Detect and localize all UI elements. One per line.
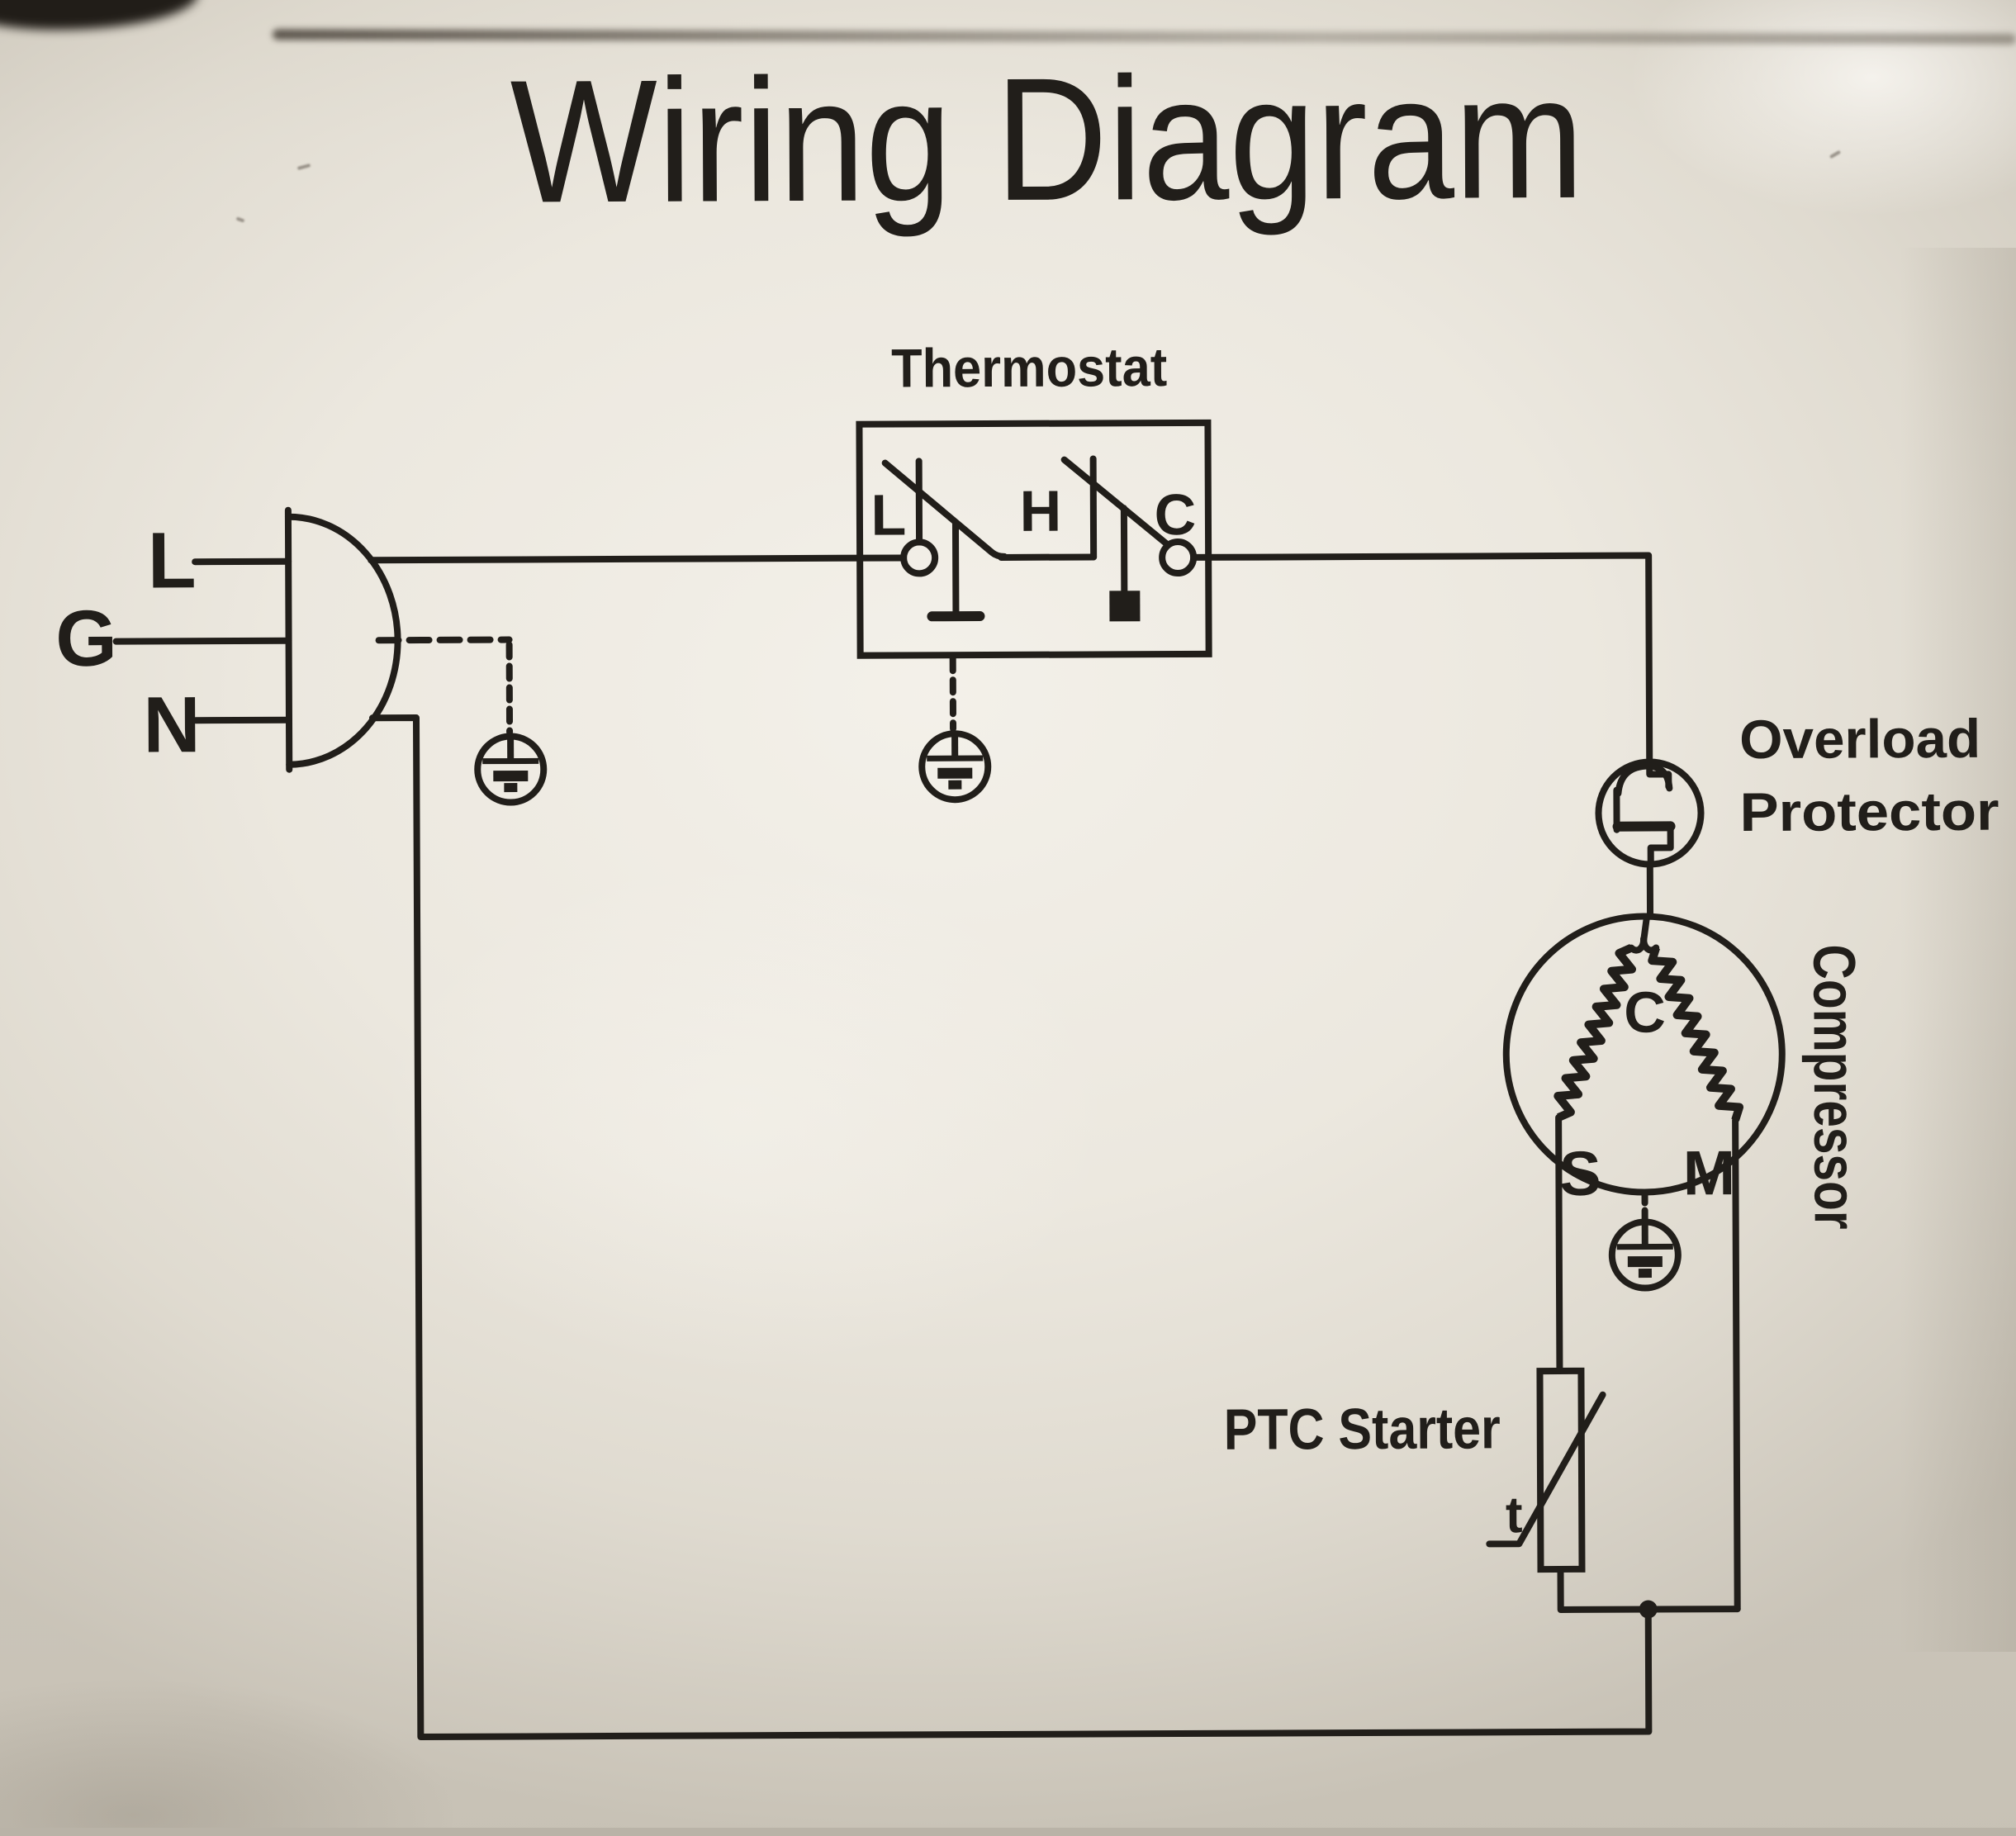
ptc-starter-label: PTC Starter bbox=[1224, 1396, 1501, 1461]
earth-ground-icon bbox=[1612, 1222, 1678, 1288]
earth-ground-icon bbox=[477, 736, 543, 802]
page-title: Wiring Diagram bbox=[510, 39, 1584, 240]
thermostat-terminal-h: H bbox=[1019, 479, 1061, 543]
ptc-thermistor-t: t bbox=[1506, 1487, 1523, 1544]
plug-ground-dashed-wire bbox=[379, 640, 510, 641]
thermostat-label: Thermostat bbox=[891, 336, 1167, 398]
overload-label-line1: Overload bbox=[1739, 708, 1980, 770]
neutral-return-loop-wire bbox=[372, 713, 1648, 1738]
compressor-label: Compressor bbox=[1800, 944, 1868, 1229]
ground-lead-wire bbox=[116, 641, 289, 642]
compressor-icon bbox=[1506, 916, 1782, 1193]
main-winding-wire bbox=[1735, 1120, 1738, 1609]
compressor-terminal-m: M bbox=[1683, 1138, 1736, 1208]
overload-protector-icon bbox=[1598, 761, 1701, 866]
start-winding-wire bbox=[1558, 1117, 1559, 1371]
plug-ground-label: G bbox=[55, 595, 117, 683]
compressor-terminal-s: S bbox=[1559, 1139, 1601, 1209]
compressor-terminal-c: C bbox=[1624, 980, 1666, 1044]
plug-neutral-label: N bbox=[143, 681, 201, 769]
thermostat-terminal-l: L bbox=[870, 482, 906, 547]
overload-label-line2: Protector bbox=[1739, 780, 1999, 842]
plug-line-label: L bbox=[148, 516, 197, 605]
junction-dot bbox=[1639, 1600, 1658, 1618]
live-right-wire bbox=[1193, 556, 1649, 765]
live-top-wire bbox=[371, 557, 904, 560]
earth-ground-icon bbox=[922, 733, 988, 799]
